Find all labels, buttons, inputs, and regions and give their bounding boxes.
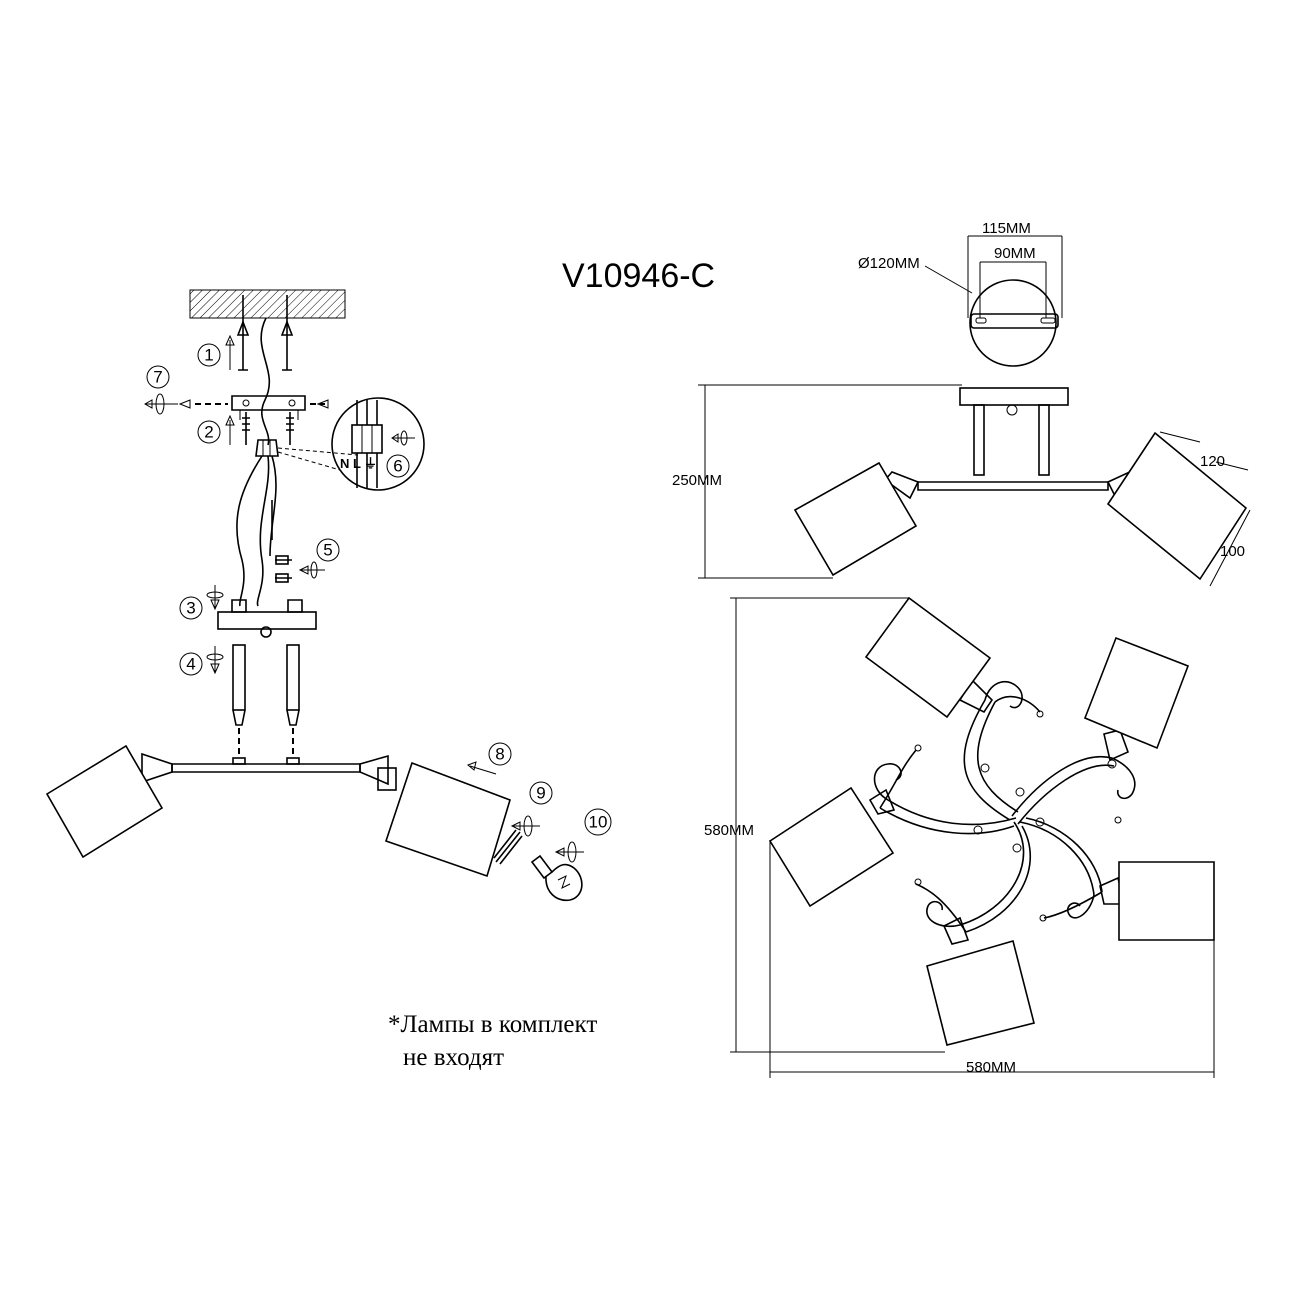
svg-text:10: 10 <box>589 813 608 832</box>
canopy-plan <box>924 235 1063 367</box>
ceiling <box>189 289 346 319</box>
step-1-marker: 1 <box>197 343 221 367</box>
note-line-1: *Лампы в комплект <box>388 1011 598 1038</box>
model-title: V10946-C <box>562 257 715 295</box>
bulb-icon <box>530 841 584 901</box>
step-7-marker: 7 <box>146 365 170 389</box>
dim-shade-width: 120 <box>1200 453 1225 470</box>
lamps-note: *Лампы в комплект не входят <box>388 1008 597 1074</box>
step-6-marker: 6 <box>386 454 410 478</box>
svg-text:7: 7 <box>153 368 162 387</box>
support-rods <box>232 644 300 758</box>
note-line-2: не входят <box>403 1044 505 1071</box>
step-5-arrow <box>298 561 325 579</box>
svg-text:6: 6 <box>393 457 402 476</box>
step-5-marker: 5 <box>316 538 340 562</box>
bracket-screws <box>225 412 294 445</box>
dim-height: 250MM <box>672 472 722 489</box>
svg-text:4: 4 <box>186 655 195 674</box>
side-elevation <box>698 384 1251 587</box>
supply-cable <box>260 317 271 446</box>
step-8-marker: 8 <box>488 742 512 766</box>
step-3-marker: 3 <box>179 596 203 620</box>
dim-plan-height: 580MM <box>704 822 754 839</box>
canopy-plate <box>217 599 317 638</box>
svg-text:1: 1 <box>204 346 213 365</box>
svg-text:8: 8 <box>495 745 504 764</box>
label-neutral: N <box>340 456 349 471</box>
step-3-arrow <box>206 585 224 611</box>
dim-shade-height: 100 <box>1220 543 1245 560</box>
dim-canopy-inner: 90MM <box>994 245 1036 262</box>
wiring-detail <box>331 397 425 491</box>
ceiling-anchors <box>236 295 294 371</box>
svg-text:5: 5 <box>323 541 332 560</box>
callout-line <box>277 451 341 471</box>
mounting-bracket <box>231 395 306 420</box>
svg-text:9: 9 <box>536 784 545 803</box>
step-10-marker: 10 <box>584 808 612 836</box>
socket-ring <box>493 815 540 865</box>
terminal-block <box>255 439 279 457</box>
callout-line <box>277 447 359 456</box>
side-screws <box>143 393 329 415</box>
lamp-shade-left <box>45 744 164 859</box>
svg-text:2: 2 <box>204 423 213 442</box>
step-8-arrow <box>467 761 497 775</box>
plan-view <box>730 596 1215 1078</box>
step-4-arrow <box>206 646 224 675</box>
label-earth: ⏚ <box>364 456 377 471</box>
lamp-wires <box>236 455 292 607</box>
svg-text:3: 3 <box>186 599 195 618</box>
label-live: L <box>353 456 361 471</box>
step-4-marker: 4 <box>179 652 203 676</box>
lamp-shade-right <box>384 761 511 878</box>
step-2-marker: 2 <box>197 420 221 444</box>
dim-canopy-diameter: Ø120MM <box>858 255 920 272</box>
step-1-arrow <box>225 334 235 370</box>
step-9-marker: 9 <box>529 781 553 805</box>
lamp-arm <box>141 752 397 791</box>
dim-canopy-outer: 115MM <box>982 220 1031 237</box>
dim-plan-width: 580MM <box>966 1059 1016 1076</box>
